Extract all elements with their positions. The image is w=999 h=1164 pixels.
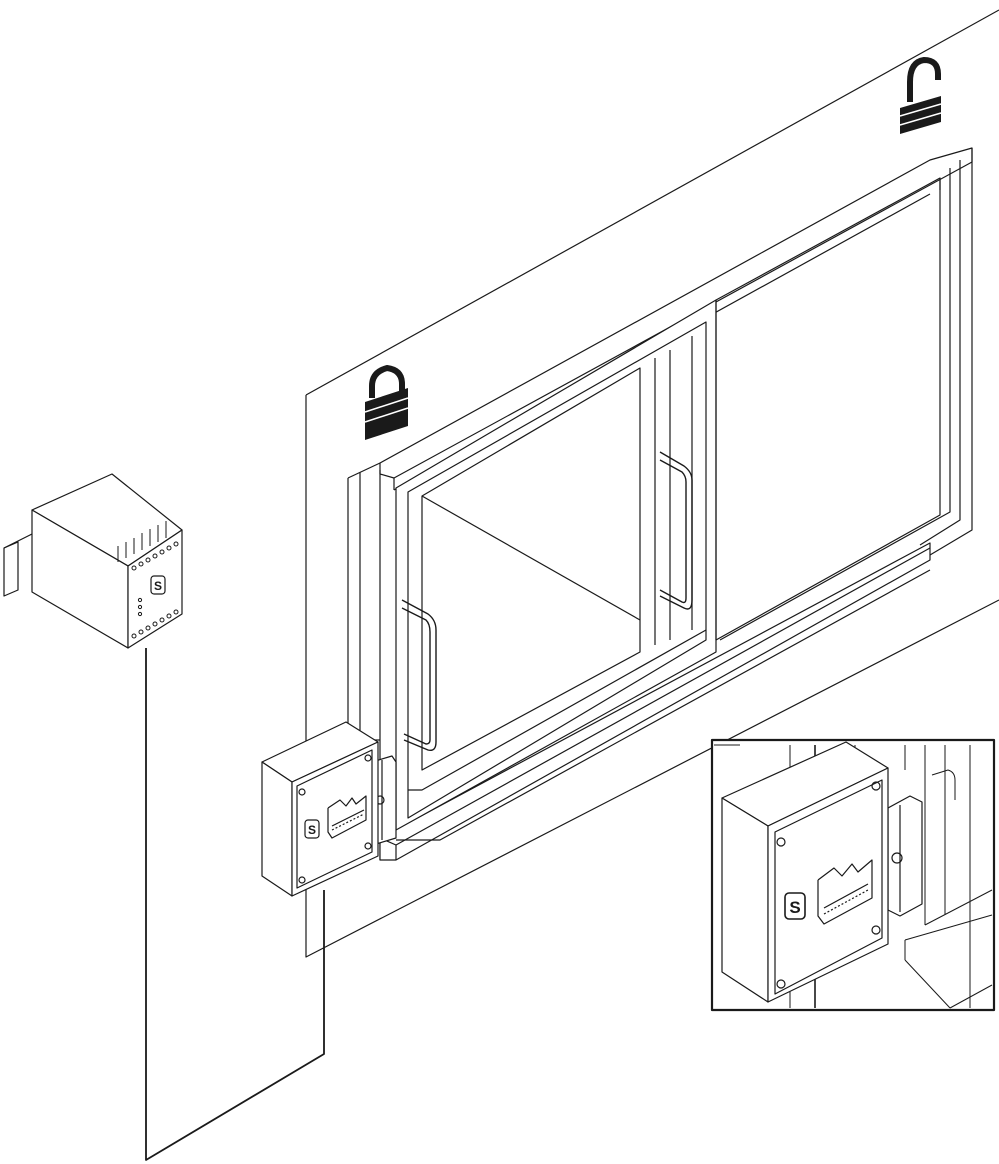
left-sash-handle [402,600,436,750]
wall-panel [306,10,999,957]
detail-lock-logo-icon: S [785,893,805,919]
door-lock-logo-glyph: S [308,823,316,837]
left-sliding-sash [396,300,716,830]
middle-sash-handle [660,452,692,609]
detail-inset [712,740,994,1010]
door-lock-box [262,722,396,896]
detail-lock-logo-glyph: S [789,898,800,917]
controller-logo-icon: S [151,576,165,594]
padlock-closed-icon [365,368,408,440]
controller-logo-glyph: S [154,579,162,593]
right-sliding-sash [716,178,940,640]
door-lock-logo-icon: S [305,820,319,838]
padlock-open-icon [900,60,941,134]
connection-cable [146,648,324,1160]
safety-relay-controller [4,474,182,648]
